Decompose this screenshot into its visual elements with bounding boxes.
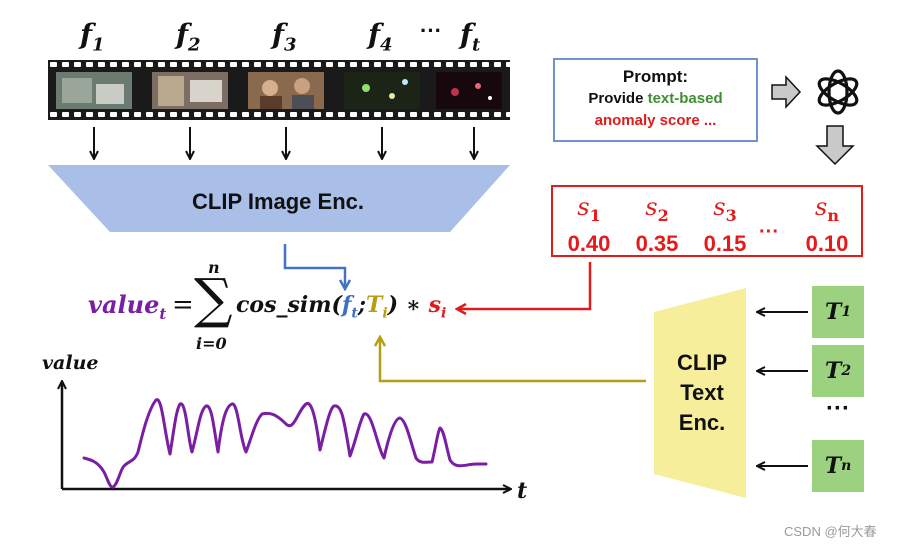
formula-equals: = bbox=[172, 290, 194, 320]
formula-image-feature: ft bbox=[341, 292, 358, 322]
sigma-upper: n bbox=[208, 258, 220, 277]
prompt-line-3: anomaly score ... bbox=[594, 112, 717, 129]
film-strip bbox=[48, 60, 510, 120]
clip-text-encoder-label-line3: Enc. bbox=[679, 410, 725, 435]
frame-thumb-3 bbox=[248, 72, 324, 109]
clip-image-encoder bbox=[48, 165, 510, 232]
watermark: CSDN @何大春 bbox=[784, 524, 877, 539]
score-item-1: s1 0.40 bbox=[567, 193, 611, 256]
formula-text-feature: Ti bbox=[365, 292, 388, 322]
frame-thumb-t bbox=[436, 72, 502, 109]
anomaly-score-curve bbox=[82, 398, 488, 489]
llm-to-scores-arrow bbox=[815, 125, 855, 166]
plot-y-label: value bbox=[42, 352, 99, 374]
openai-knot-icon bbox=[817, 69, 859, 115]
sigma-lower: i=0 bbox=[196, 334, 227, 353]
frame-thumb-2 bbox=[152, 72, 228, 109]
frame-label-t: ft bbox=[460, 18, 481, 56]
clip-text-encoder-label-line1: CLIP bbox=[677, 350, 727, 375]
score-arrow bbox=[458, 262, 592, 309]
formula-body: cos_sim(ft;Ti) ∗ si bbox=[236, 292, 447, 322]
clip-text-encoder bbox=[654, 288, 746, 498]
score-box: s1 0.40 s2 0.35 s3 0.15 ··· sn 0.10 bbox=[551, 185, 863, 257]
prompt-to-llm-arrow bbox=[771, 75, 802, 109]
prompt-highlight: text-based bbox=[647, 90, 723, 107]
formula-value: valuet bbox=[88, 290, 167, 323]
formula-score: si bbox=[428, 292, 447, 322]
clip-image-encoder-label: CLIP Image Enc. bbox=[192, 189, 364, 214]
clip-text-encoder-label-line2: Text bbox=[680, 380, 724, 405]
frame-label-2: f2 bbox=[176, 18, 201, 56]
score-item-3: s3 0.15 bbox=[703, 193, 747, 256]
frame-label-4: f4 bbox=[368, 18, 393, 56]
prompt-box: Prompt: Provide text-based anomaly score… bbox=[553, 58, 758, 142]
prompt-title: Prompt: bbox=[622, 67, 689, 86]
frame-label-3: f3 bbox=[272, 18, 297, 56]
prompt-line-2: Provide text-based bbox=[588, 90, 723, 107]
text-prompt-ellipsis: ··· bbox=[826, 395, 850, 422]
score-item-n: sn 0.10 bbox=[805, 193, 849, 256]
plot-x-label: t bbox=[517, 478, 528, 504]
score-ellipsis: ··· bbox=[759, 221, 779, 243]
image-feature-arrow bbox=[283, 244, 345, 288]
frame-thumb-4 bbox=[344, 72, 420, 109]
sigma-symbol: ∑ bbox=[194, 267, 233, 330]
frame-thumb-1 bbox=[56, 72, 132, 109]
frame-ellipsis: ··· bbox=[420, 18, 442, 43]
text-feature-arrow bbox=[380, 338, 646, 383]
score-item-2: s2 0.35 bbox=[635, 193, 679, 256]
frame-label-1: f1 bbox=[80, 18, 105, 56]
